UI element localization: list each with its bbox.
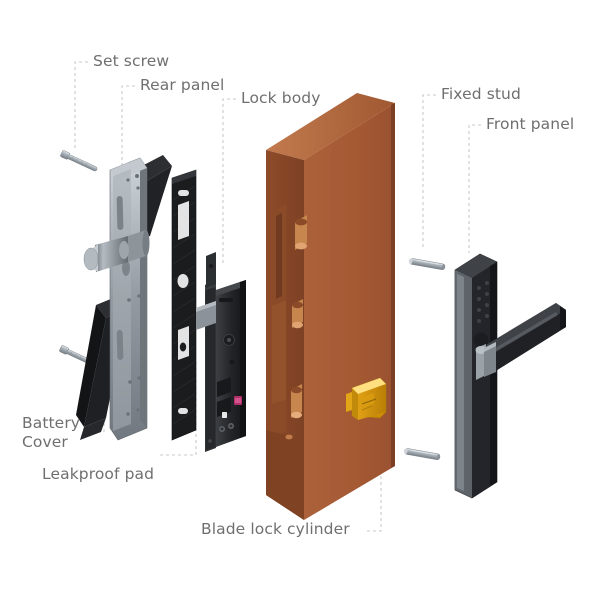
label-blade-lock-cylinder: Blade lock cylinder xyxy=(201,520,350,538)
blade-lock-cylinder xyxy=(346,377,387,420)
leader-set-screw xyxy=(74,61,88,150)
label-lock-body: Lock body xyxy=(241,89,321,107)
leader-lines xyxy=(74,61,481,532)
set-screw-upper xyxy=(60,150,98,172)
leader-front-panel xyxy=(468,124,481,253)
label-leakproof-pad: Leakproof pad xyxy=(42,465,155,483)
leader-blade-cylinder xyxy=(367,418,382,532)
fixed-stud-lower xyxy=(404,448,441,460)
leader-rear-panel xyxy=(121,85,135,165)
leader-leakproof-pad xyxy=(160,360,197,456)
fingerprint-reader xyxy=(473,332,489,348)
label-battery-cover-line1: Battery xyxy=(22,414,81,432)
door-slab xyxy=(266,93,395,520)
lock-body xyxy=(196,252,246,452)
leader-fixed-stud xyxy=(422,94,436,250)
leakproof-pad xyxy=(171,169,197,441)
label-battery-cover-line2: Cover xyxy=(22,433,68,451)
label-set-screw: Set screw xyxy=(93,52,170,70)
label-front-panel: Front panel xyxy=(486,115,575,133)
front-panel xyxy=(454,253,566,499)
rear-panel xyxy=(83,157,150,441)
fixed-stud-upper xyxy=(409,258,446,270)
label-rear-panel: Rear panel xyxy=(140,76,225,94)
lever-handle xyxy=(475,303,566,380)
keypad-dots xyxy=(477,281,489,323)
leader-lock-body xyxy=(222,98,236,265)
label-fixed-stud: Fixed stud xyxy=(441,85,521,103)
